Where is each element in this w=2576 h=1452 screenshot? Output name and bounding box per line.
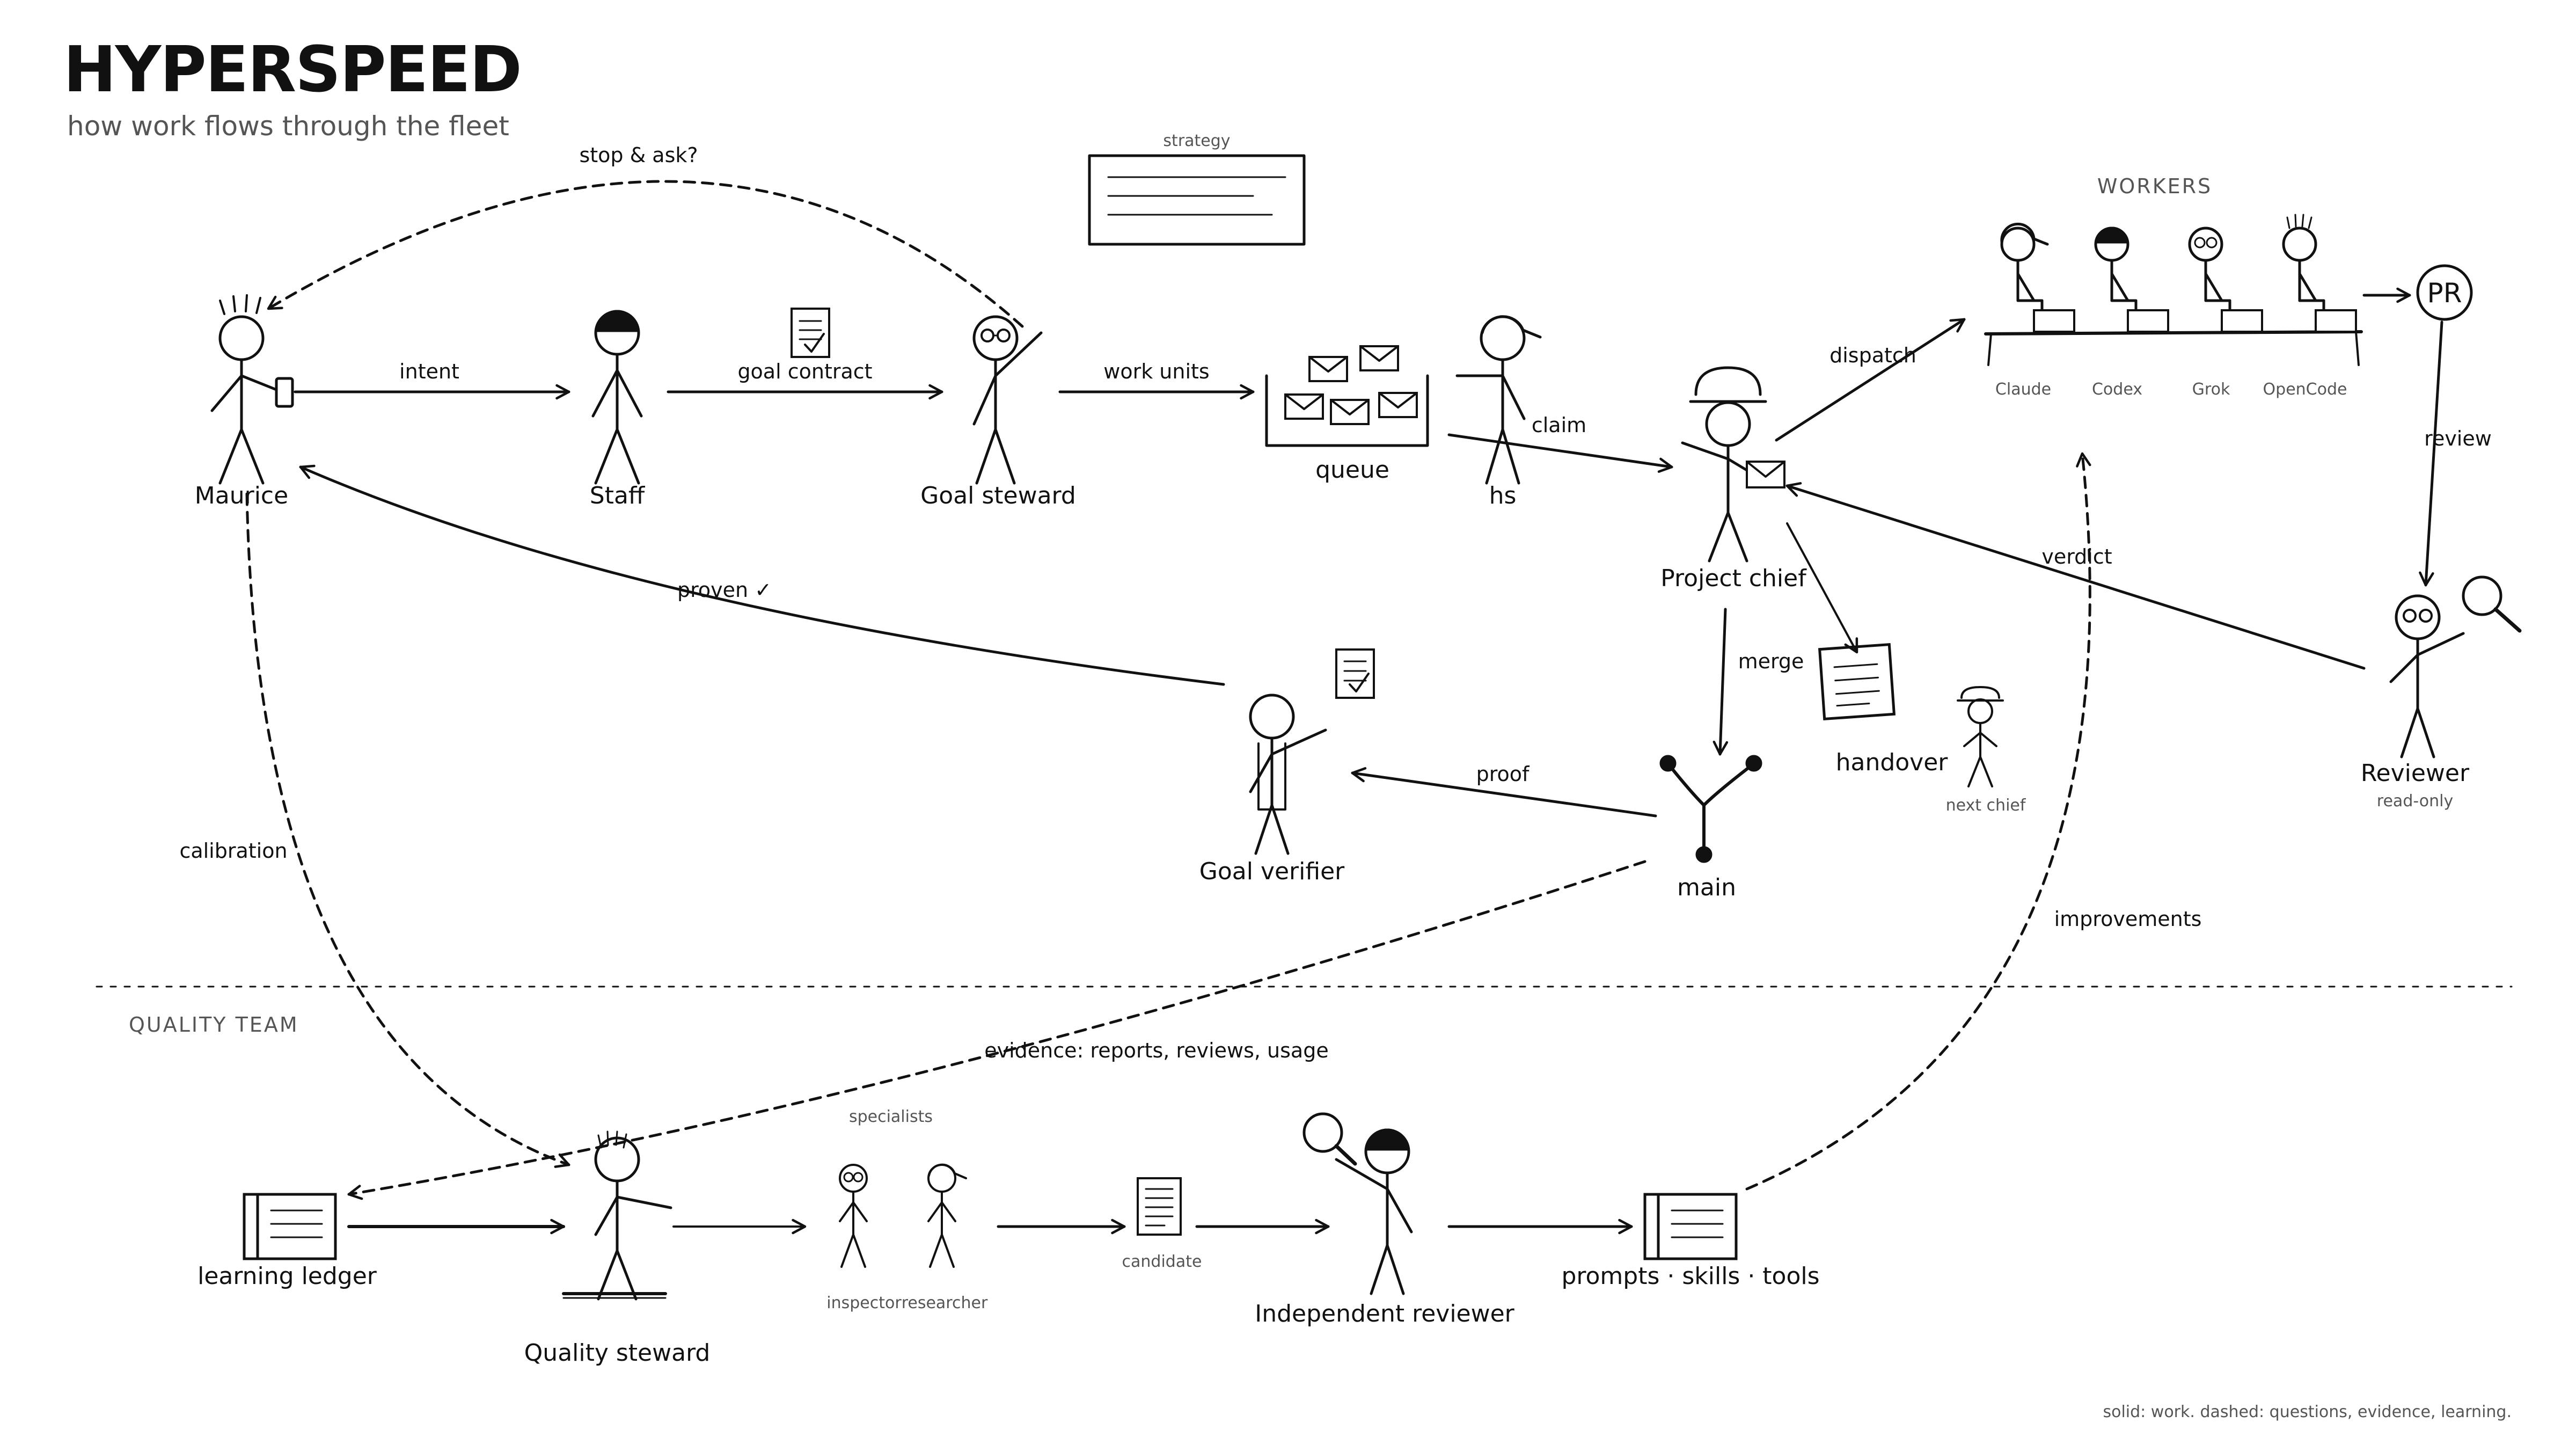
specialist-label: researcher xyxy=(902,1294,988,1312)
specialists-title: specialists xyxy=(849,1107,933,1126)
worker-codex-figure xyxy=(2094,227,2169,333)
learning-ledger-label: learning ledger xyxy=(197,1263,377,1290)
envelope-icon xyxy=(1378,392,1418,418)
page-subtitle: how work flows through the fleet xyxy=(67,111,509,142)
goal-verifier-figure xyxy=(1249,694,1327,855)
review-arrow xyxy=(2419,320,2443,587)
pr-badge: PR xyxy=(2416,264,2473,321)
hs-figure xyxy=(1455,315,1542,485)
staff-figure xyxy=(591,310,643,485)
queue-container xyxy=(1265,345,1429,447)
quality-steward-label: Quality steward xyxy=(524,1339,711,1367)
main-branch-icon xyxy=(1659,755,1762,863)
reviewer-note: read-only xyxy=(2377,792,2453,811)
envelope-icon xyxy=(1330,399,1370,425)
handover-document xyxy=(1818,643,1896,721)
proven-label: proven ✓ xyxy=(677,578,772,602)
specialist-label: inspector xyxy=(826,1294,902,1312)
proof-document-icon xyxy=(1335,648,1375,699)
proof-label: proof xyxy=(1476,762,1530,786)
verdict-label: verdict xyxy=(2041,545,2112,568)
envelope-icon xyxy=(1359,345,1399,371)
calibration-label: calibration xyxy=(179,839,287,863)
next-chief-figure xyxy=(1957,686,2004,787)
researcher-figure xyxy=(927,1163,967,1268)
stop-ask-label: stop & ask? xyxy=(579,143,698,167)
improvements-arrow xyxy=(1745,452,2091,1191)
worker-label: OpenCode xyxy=(2263,380,2347,399)
workers-title: WORKERS xyxy=(2097,174,2212,198)
candidate-document-icon xyxy=(1137,1177,1182,1236)
proven-arrow xyxy=(299,464,1225,686)
magnifier-icon xyxy=(2462,575,2522,633)
pr-badge-label: PR xyxy=(2427,278,2462,309)
legend-note: solid: work. dashed: questions, evidence… xyxy=(2103,1403,2512,1421)
worker-opencode-figure xyxy=(2282,214,2357,333)
learning-ledger-book xyxy=(243,1193,337,1260)
maurice-figure xyxy=(210,294,294,485)
merge-label: merge xyxy=(1738,650,1804,673)
envelope-icon xyxy=(1746,461,1785,488)
worker-label: Claude xyxy=(1995,380,2051,399)
page-title: HYPERSPEED xyxy=(63,32,521,106)
prompts-skills-tools-label: prompts · skills · tools xyxy=(1561,1263,1819,1290)
intent-label: intent xyxy=(399,360,459,383)
goal-steward-figure xyxy=(972,315,1043,485)
work-units-label: work units xyxy=(1103,360,1209,383)
review-label: review xyxy=(2424,427,2492,450)
calibration-arrow xyxy=(245,492,570,1168)
hs-label: hs xyxy=(1489,482,1517,509)
claim-label: claim xyxy=(1532,413,1586,437)
staff-label: Staff xyxy=(590,482,646,509)
quality-team-title: QUALITY TEAM xyxy=(129,1013,299,1037)
worker-label: Codex xyxy=(2092,380,2142,399)
goal-contract-document-icon xyxy=(791,308,830,358)
improvements-label: improvements xyxy=(2054,907,2202,931)
dispatch-arrow xyxy=(1775,318,1966,442)
magnifier-icon xyxy=(1302,1112,1357,1166)
evidence-label: evidence: reports, reviews, usage xyxy=(984,1039,1328,1062)
worker-grok-figure xyxy=(2188,227,2263,333)
handover-arrow xyxy=(1786,522,1858,654)
goal-steward-label: Goal steward xyxy=(920,482,1076,509)
envelope-icon xyxy=(1308,356,1348,382)
candidate-label: candidate xyxy=(1122,1252,1202,1271)
proof-arrow xyxy=(1351,767,1657,818)
next-chief-label: next chief xyxy=(1946,796,2026,815)
workers-bench xyxy=(1984,330,2363,366)
main-label: main xyxy=(1677,874,1736,901)
reviewer-figure xyxy=(2389,594,2465,758)
worker-label: Grok xyxy=(2192,380,2230,399)
queue-label: queue xyxy=(1315,456,1389,484)
worker-claude-figure xyxy=(2000,222,2075,333)
envelope-icon xyxy=(1284,393,1324,420)
project-chief-figure xyxy=(1681,366,1785,563)
goal-contract-label: goal contract xyxy=(737,360,872,383)
claim-arrow xyxy=(1447,433,1673,473)
merge-arrow xyxy=(1713,608,1729,756)
independent-reviewer-label: Independent reviewer xyxy=(1255,1300,1514,1327)
strategy-label: strategy xyxy=(1163,132,1230,150)
maurice-label: Maurice xyxy=(195,482,288,509)
handover-label: handover xyxy=(1836,749,1949,776)
strategy-document xyxy=(1088,154,1306,246)
goal-verifier-label: Goal verifier xyxy=(1199,858,1345,885)
prompts-skills-tools-book xyxy=(1643,1193,1738,1260)
stop-ask-arrow xyxy=(267,180,1024,328)
evidence-arrow xyxy=(347,860,1646,1200)
verdict-arrow xyxy=(1785,482,2366,670)
quality-steward-figure xyxy=(562,1130,672,1301)
inspector-figure xyxy=(839,1164,868,1268)
dispatch-label: dispatch xyxy=(1829,344,1916,367)
project-chief-label: Project chief xyxy=(1660,565,1807,592)
independent-reviewer-figure xyxy=(1335,1128,1413,1295)
reviewer-label: Reviewer xyxy=(2361,760,2470,787)
